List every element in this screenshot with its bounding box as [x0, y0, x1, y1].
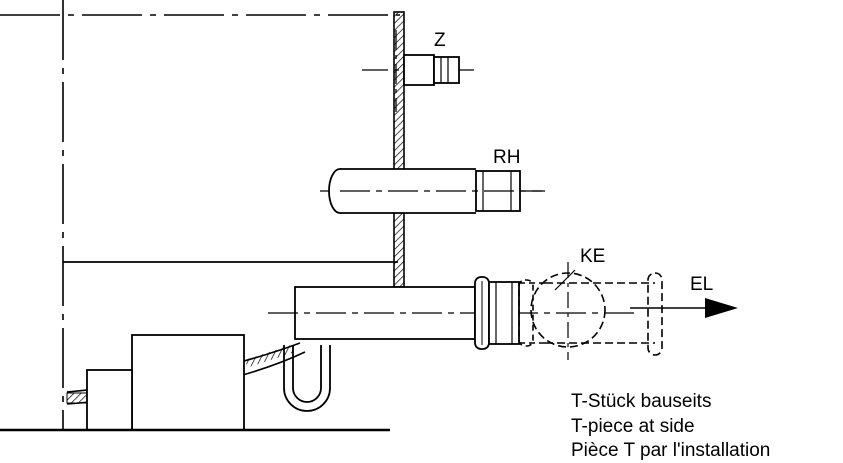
- label-el: EL: [690, 274, 713, 295]
- note-line-3: Pièce T par l'installation: [571, 440, 770, 461]
- wall: [393, 11, 405, 288]
- unit-outline: [0, 0, 400, 430]
- t-piece: [518, 262, 663, 360]
- label-rh: RH: [493, 147, 520, 168]
- label-ke: KE: [580, 246, 605, 267]
- note-line-1: T-Stück bauseits: [571, 391, 711, 412]
- rh-pipe: [320, 168, 545, 214]
- label-z: Z: [434, 30, 446, 51]
- u-trap: [283, 345, 331, 412]
- note-line-2: T-piece at side: [571, 416, 695, 437]
- outlet-arrow: [630, 298, 738, 318]
- outlet-pipe: [268, 276, 640, 350]
- base-boxes: [86, 334, 245, 431]
- z-connection: [362, 30, 480, 112]
